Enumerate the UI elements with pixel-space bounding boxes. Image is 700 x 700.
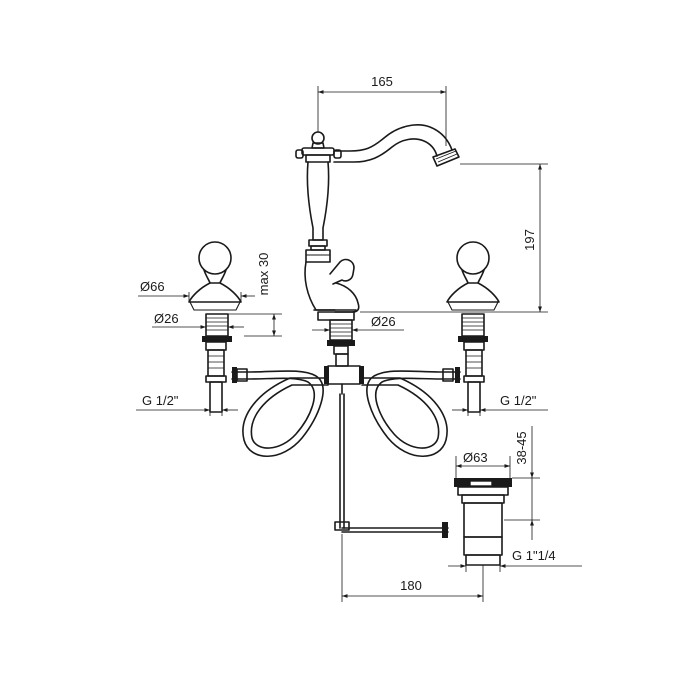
dimension-lines bbox=[136, 86, 582, 602]
dim-max-thickness: max 30 bbox=[256, 253, 271, 296]
dim-spout-shank-diameter: Ø26 bbox=[371, 314, 396, 329]
dim-drain-diameter: Ø63 bbox=[463, 450, 488, 465]
right-handle-valve bbox=[446, 241, 500, 413]
dim-inlet-thread-right: G 1/2" bbox=[500, 393, 537, 408]
dim-handle-shank-diameter: Ø26 bbox=[154, 311, 179, 326]
dim-drain-range: 38-45 bbox=[514, 431, 529, 464]
dim-handle-diameter: Ø66 bbox=[140, 279, 165, 294]
drain-assembly bbox=[454, 478, 512, 566]
left-handle-valve bbox=[188, 241, 242, 413]
pop-up-rod bbox=[334, 393, 449, 538]
dim-drain-distance: 180 bbox=[400, 578, 422, 593]
flexible-hoses bbox=[231, 353, 461, 458]
dim-spout-height: 197 bbox=[522, 229, 537, 251]
dim-spout-reach: 165 bbox=[371, 74, 393, 89]
dim-drain-thread: G 1"1/4 bbox=[512, 548, 556, 563]
dim-inlet-thread-left: G 1/2" bbox=[142, 393, 179, 408]
